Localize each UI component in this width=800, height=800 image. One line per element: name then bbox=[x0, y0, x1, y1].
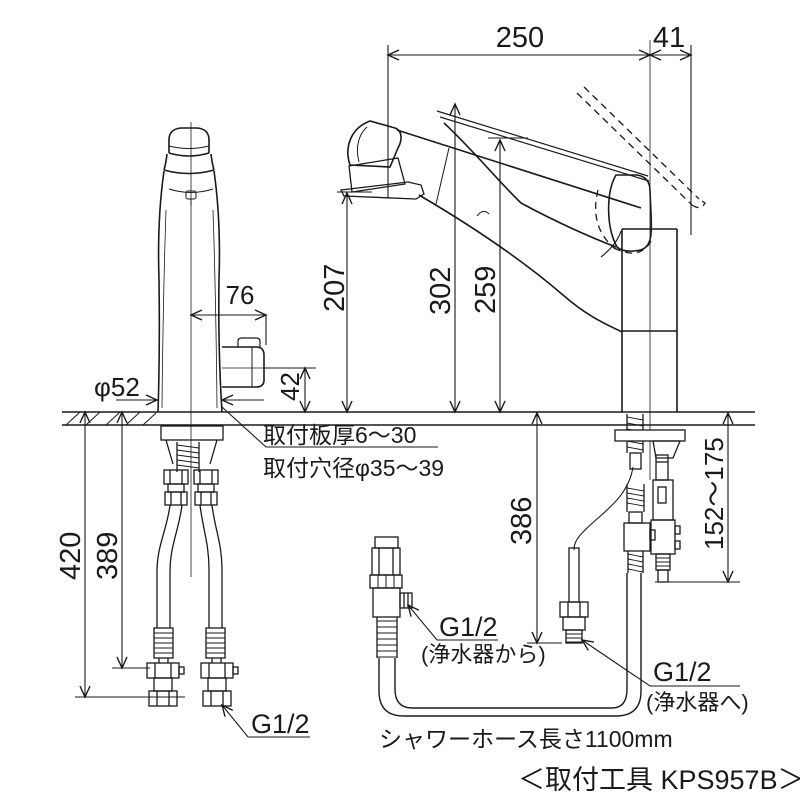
note-labels: 取付板厚6〜30 取付穴径φ35〜39 G1/2 G1/2 (浄水器から) G1… bbox=[251, 422, 800, 795]
label-purifier-out-thread: G1/2 bbox=[653, 657, 712, 687]
purifier-inlet-connector bbox=[369, 536, 413, 658]
pullout-hose-column bbox=[623, 484, 656, 573]
lever-handle bbox=[443, 122, 653, 252]
note-mounting-tool: ＜取付工具 KPS957B＞ bbox=[518, 765, 800, 795]
front-under-counter-hardware bbox=[146, 425, 239, 707]
label-supply-thread: G1/2 bbox=[251, 709, 310, 739]
dim-handle-overhang: 41 bbox=[653, 22, 685, 54]
mounting-note-leader bbox=[221, 406, 438, 448]
dim-reach: 250 bbox=[496, 22, 544, 54]
adjustable-valve bbox=[650, 454, 681, 583]
front-side-outlet bbox=[222, 337, 265, 388]
note-shower-hose-length: シャワーホース長さ1100mm bbox=[379, 726, 673, 752]
dim-outlet-center-height: 42 bbox=[275, 372, 305, 401]
dimension-lines bbox=[75, 45, 740, 738]
dim-lever-height: 259 bbox=[470, 266, 502, 314]
label-purifier-in-sub: (浄水器から) bbox=[421, 642, 546, 667]
label-purifier-in-thread: G1/2 bbox=[439, 612, 498, 642]
note-hole-diameter: 取付穴径φ35〜39 bbox=[263, 455, 444, 481]
dim-under-sink-length: 386 bbox=[506, 497, 538, 545]
dim-left-hose-nut-length: 389 bbox=[92, 532, 124, 580]
dimension-labels: 250 41 207 302 259 76 φ52 42 420 389 386… bbox=[55, 22, 729, 580]
supply-fitting-right bbox=[200, 662, 239, 707]
g12-right-leader bbox=[580, 639, 740, 687]
lever-raised-phantom bbox=[576, 86, 706, 254]
purifier-branch-hose bbox=[573, 466, 634, 551]
dim-left-hose-length: 420 bbox=[55, 532, 87, 580]
dim-spout-height: 207 bbox=[319, 264, 351, 312]
dim-total-height: 302 bbox=[425, 267, 457, 315]
supply-fitting-left bbox=[146, 662, 185, 707]
pullout-spray-head bbox=[340, 120, 425, 200]
note-plate-thickness: 取付板厚6〜30 bbox=[263, 422, 416, 448]
label-purifier-out-sub: (浄水器へ) bbox=[646, 690, 749, 715]
dim-shank-adjust-range: 152〜175 bbox=[699, 437, 729, 550]
side-under-counter-hardware bbox=[378, 414, 686, 717]
purifier-outlet-fitting bbox=[559, 547, 589, 644]
dim-base-diameter: φ52 bbox=[94, 372, 140, 402]
side-view-faucet bbox=[340, 40, 706, 480]
shower-hose-loop bbox=[378, 573, 642, 717]
g12-left-leader bbox=[220, 703, 310, 738]
g12-mid-leader bbox=[406, 603, 498, 641]
front-view-faucet bbox=[157, 122, 265, 577]
dim-outlet-offset: 76 bbox=[226, 280, 255, 310]
